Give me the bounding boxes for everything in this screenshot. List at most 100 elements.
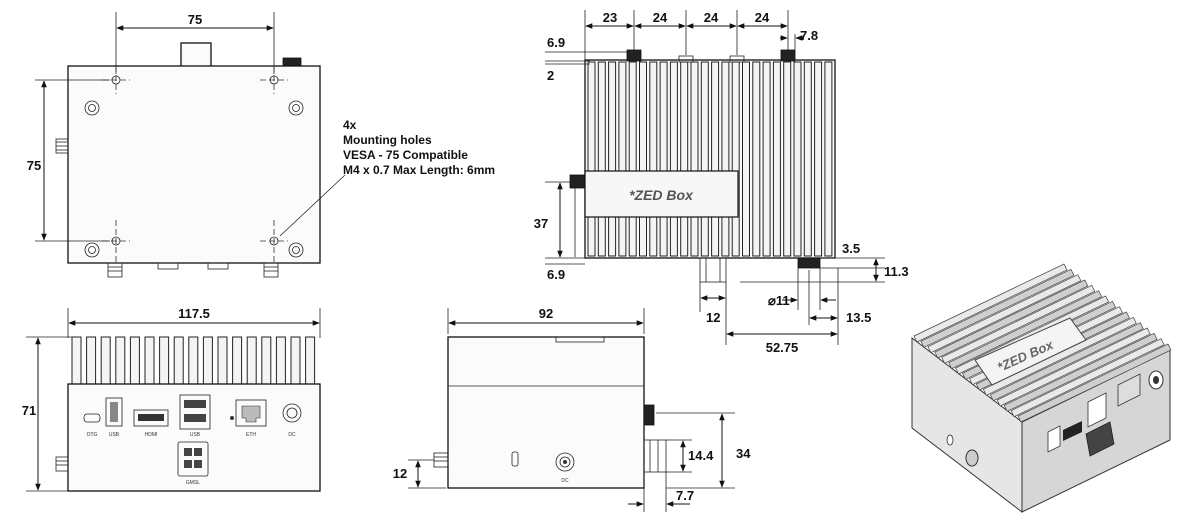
iso-fin xyxy=(913,263,1068,343)
iso-fin xyxy=(927,274,1082,354)
dim-text-24a: 24 xyxy=(653,10,668,25)
fin xyxy=(188,336,199,385)
fin xyxy=(680,61,689,257)
fin xyxy=(618,61,627,257)
fin xyxy=(639,61,647,257)
iso-ports xyxy=(946,370,1164,467)
dimension-height-75: 75 xyxy=(27,79,110,242)
fin-view-left-antenna xyxy=(569,174,586,189)
usb-port-dual xyxy=(179,394,211,430)
dim-text-92: 92 xyxy=(539,306,553,321)
fin xyxy=(752,61,761,257)
fin xyxy=(144,336,155,385)
dim-text-23: 23 xyxy=(603,10,617,25)
iso-fin xyxy=(989,322,1144,402)
top-view: 75 75 4x Mounting holes VESA - 75 Compat… xyxy=(27,12,495,278)
iso-label-plate xyxy=(974,317,1087,386)
fin-view-top-dims: 23 24 24 24 7.8 6.9 2 xyxy=(545,10,818,83)
dim-text-dia11: ⌀11 xyxy=(768,293,790,308)
fin xyxy=(649,61,658,257)
iso-fin xyxy=(934,279,1089,359)
fin-view-body xyxy=(584,59,836,259)
dim-text-24b: 24 xyxy=(704,10,719,25)
right-view-antenna xyxy=(433,452,449,468)
port-label-usb-dual: USB xyxy=(190,432,201,438)
top-view-side-antenna xyxy=(55,138,69,154)
fin xyxy=(232,336,243,385)
fin-view-fins xyxy=(584,59,836,259)
port-label-dc: DC xyxy=(288,432,296,438)
fin-view-label-text: *ZED Box xyxy=(629,187,694,203)
dim-text-14-4: 14.4 xyxy=(688,448,714,463)
front-view-ports xyxy=(83,394,302,477)
fin xyxy=(86,336,97,385)
mounting-note-line3: VESA - 75 Compatible xyxy=(343,148,468,162)
usb-port-single xyxy=(105,397,123,427)
fin xyxy=(71,336,82,385)
fin xyxy=(659,61,668,257)
dim-text-11-3: 11.3 xyxy=(884,264,909,279)
fin xyxy=(159,336,170,385)
fin xyxy=(305,336,316,385)
front-view-side-antenna xyxy=(55,456,69,472)
iso-fin xyxy=(1017,343,1172,423)
fin xyxy=(803,61,812,257)
front-view-fins xyxy=(71,336,316,385)
mounting-note-line1: 4x xyxy=(343,118,357,132)
hdmi-port xyxy=(133,409,169,427)
fin xyxy=(690,61,699,257)
dim-text-2: 2 xyxy=(547,68,554,83)
fin xyxy=(762,61,771,257)
right-view-port-label: DC xyxy=(561,478,569,484)
iso-fin xyxy=(941,284,1096,364)
dc-port xyxy=(282,403,302,423)
dim-text-117-5: 117.5 xyxy=(178,306,210,321)
fin xyxy=(669,61,678,257)
dim-text-75-height: 75 xyxy=(27,158,41,173)
dimension-width-75: 75 xyxy=(115,12,275,74)
fin xyxy=(246,336,257,385)
fin xyxy=(217,336,228,385)
dim-text-37: 37 xyxy=(534,216,548,231)
fin-view: *ZED Box 23 24 24 24 7.8 xyxy=(534,10,909,355)
iso-fin xyxy=(996,327,1151,407)
dim-text-6-9-bottom: 6.9 xyxy=(547,267,565,282)
mounting-note: 4x Mounting holes VESA - 75 Compatible M… xyxy=(343,118,495,177)
fin-view-label-plate: *ZED Box xyxy=(584,170,739,218)
dim-text-7-7: 7.7 xyxy=(676,488,694,503)
right-view-power-connector xyxy=(643,439,667,473)
fin xyxy=(783,61,792,257)
front-view-dims: 117.5 71 xyxy=(22,306,321,492)
fin xyxy=(721,61,730,257)
fin-view-right-dims: 3.5 11.3 xyxy=(740,241,909,283)
port-label-eth: ETH xyxy=(246,432,256,438)
fin xyxy=(742,61,750,257)
dim-text-3-5: 3.5 xyxy=(842,241,860,256)
fin xyxy=(700,61,709,257)
port-label-hdmi: HDMI xyxy=(145,432,158,438)
iso-view: *ZED Box xyxy=(911,263,1172,514)
right-view-dims: 92 34 14.4 7.7 12 xyxy=(393,306,751,512)
fin xyxy=(115,336,126,385)
fin-view-bottom-connectors xyxy=(699,257,821,283)
dim-text-7-8: 7.8 xyxy=(800,28,818,43)
fin xyxy=(173,336,184,385)
iso-fin xyxy=(1010,338,1165,418)
fin xyxy=(100,336,111,385)
top-view-body xyxy=(67,65,321,264)
fin xyxy=(261,336,272,385)
right-view-body xyxy=(447,336,645,489)
fin xyxy=(129,336,140,385)
fin xyxy=(275,336,286,385)
fin xyxy=(731,61,740,257)
fin-view-bottom-dims: 12 ⌀11 13.5 52.75 xyxy=(699,268,871,355)
fin xyxy=(711,61,720,257)
front-view-port-labels: OTG USB HDMI USB ETH DC GMSL xyxy=(87,432,296,486)
dim-text-13-5: 13.5 xyxy=(846,310,871,325)
fin xyxy=(290,336,301,385)
right-view-usb-c xyxy=(511,451,519,467)
right-view: DC 92 34 14.4 7.7 xyxy=(393,306,751,512)
fin xyxy=(202,336,213,385)
dim-text-52-75: 52.75 xyxy=(766,340,799,355)
